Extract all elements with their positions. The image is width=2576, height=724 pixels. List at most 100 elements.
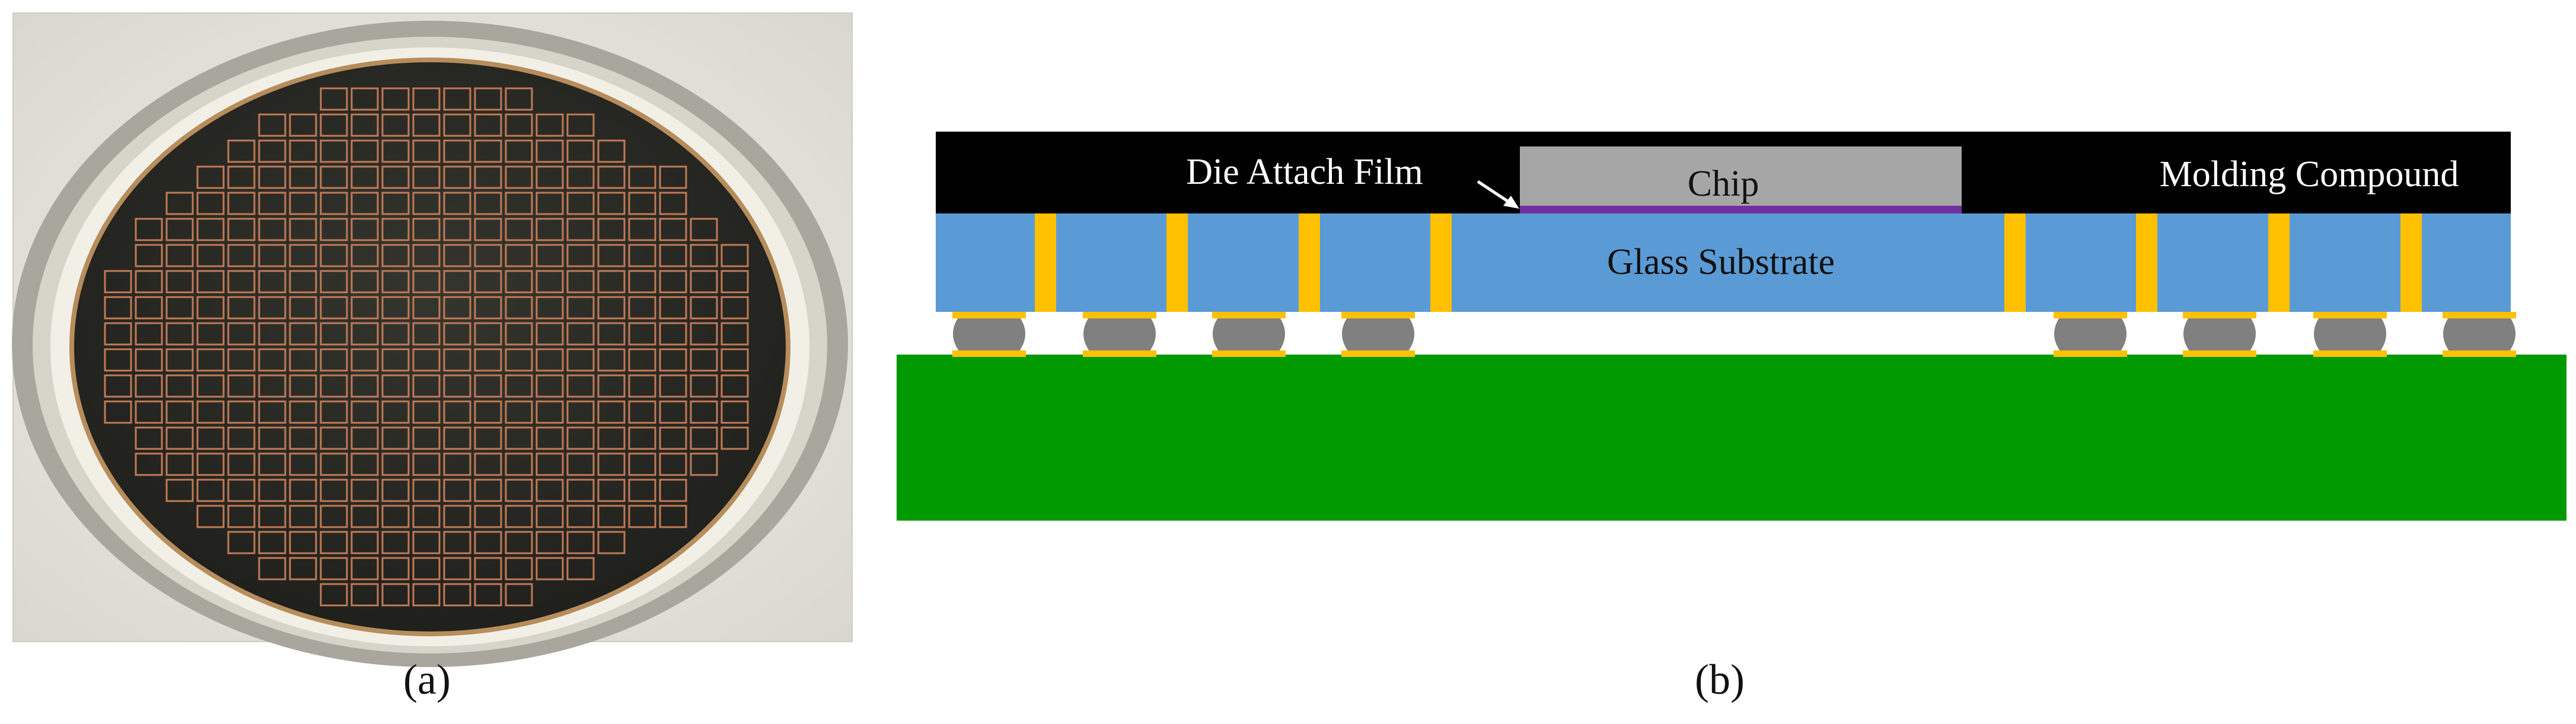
wafer-die (597, 348, 626, 372)
via (2004, 213, 2026, 312)
wafer-die (628, 322, 656, 346)
wafer-die (535, 244, 564, 267)
wafer-die (196, 479, 225, 502)
caption-b: (b) (1695, 656, 1745, 703)
wafer-die (474, 296, 502, 320)
wafer-die (320, 452, 348, 476)
wafer-die (381, 87, 410, 111)
wafer-die (443, 452, 471, 476)
wafer-die (690, 348, 718, 372)
wafer-die (381, 348, 410, 372)
wafer-die (320, 400, 348, 424)
wafer-die (566, 374, 595, 398)
wafer-die (135, 374, 163, 398)
wafer-die (474, 452, 502, 476)
wafer-die (289, 270, 317, 294)
wafer-die (258, 531, 286, 554)
wafer-die (258, 557, 286, 581)
wafer-die (535, 113, 564, 137)
wafer-die (289, 192, 317, 215)
wafer-die (196, 348, 225, 372)
caption-a: (a) (403, 656, 451, 703)
wafer-die (474, 113, 502, 137)
wafer-die (350, 479, 379, 502)
wafer-die (350, 426, 379, 450)
wafer-die (350, 400, 379, 424)
wafer-die (258, 322, 286, 346)
wafer-die (196, 374, 225, 398)
wafer-die (474, 322, 502, 346)
wafer-die (412, 583, 441, 607)
wafer-die (258, 400, 286, 424)
wafer-die (135, 426, 163, 450)
wafer-die (535, 557, 564, 581)
wafer-die (659, 348, 687, 372)
wafer-die (535, 400, 564, 424)
wafer-die (381, 218, 410, 241)
wafer-die (597, 192, 626, 215)
wafer-die (350, 348, 379, 372)
wafer-die (135, 296, 163, 320)
wafer-die (443, 348, 471, 372)
wafer-die (628, 296, 656, 320)
wafer-die (104, 400, 132, 424)
wafer-die (412, 244, 441, 267)
wafer-die (227, 218, 256, 241)
pcb-board (897, 355, 2567, 521)
wafer-die (350, 322, 379, 346)
wafer-die (443, 113, 471, 137)
wafer-die (474, 192, 502, 215)
wafer-die (165, 218, 194, 241)
wafer-die (381, 531, 410, 554)
wafer-photo (12, 12, 853, 667)
wafer-die (505, 426, 533, 450)
wafer-die (659, 400, 687, 424)
wafer-die (227, 479, 256, 502)
wafer-die (597, 139, 626, 163)
wafer-die (412, 192, 441, 215)
wafer-die (720, 270, 749, 294)
wafer-die (381, 113, 410, 137)
wafer-die (320, 87, 348, 111)
wafer-die (505, 452, 533, 476)
wafer-die (505, 218, 533, 241)
wafer-die (289, 244, 317, 267)
wafer-die (350, 452, 379, 476)
wafer-die (289, 374, 317, 398)
solder-bump (1083, 312, 1156, 357)
wafer-die (628, 426, 656, 450)
wafer-die (227, 270, 256, 294)
wafer-die (566, 322, 595, 346)
wafer-die (505, 165, 533, 189)
wafer-die (196, 296, 225, 320)
wafer-die (443, 479, 471, 502)
wafer-die (443, 322, 471, 346)
wafer-die (258, 139, 286, 163)
wafer-die (505, 87, 533, 111)
wafer-die (227, 531, 256, 554)
wafer-die (381, 426, 410, 450)
wafer-die (597, 165, 626, 189)
wafer-die (566, 270, 595, 294)
wafer-die (659, 426, 687, 450)
wafer-die (412, 87, 441, 111)
wafer-die (566, 557, 595, 581)
wafer-die (289, 218, 317, 241)
wafer-die (474, 348, 502, 372)
wafer-die (597, 479, 626, 502)
wafer-die (258, 270, 286, 294)
wafer-die (135, 400, 163, 424)
wafer-die (566, 426, 595, 450)
wafer-die (165, 270, 194, 294)
wafer-die (227, 426, 256, 450)
wafer-die (720, 426, 749, 450)
wafer-die (597, 452, 626, 476)
wafer-die (165, 400, 194, 424)
via (2400, 213, 2422, 312)
wafer-die (289, 322, 317, 346)
wafer-die (289, 479, 317, 502)
wafer-die (381, 479, 410, 502)
wafer-die (104, 322, 132, 346)
wafer-die (320, 270, 348, 294)
wafer-die (350, 218, 379, 241)
